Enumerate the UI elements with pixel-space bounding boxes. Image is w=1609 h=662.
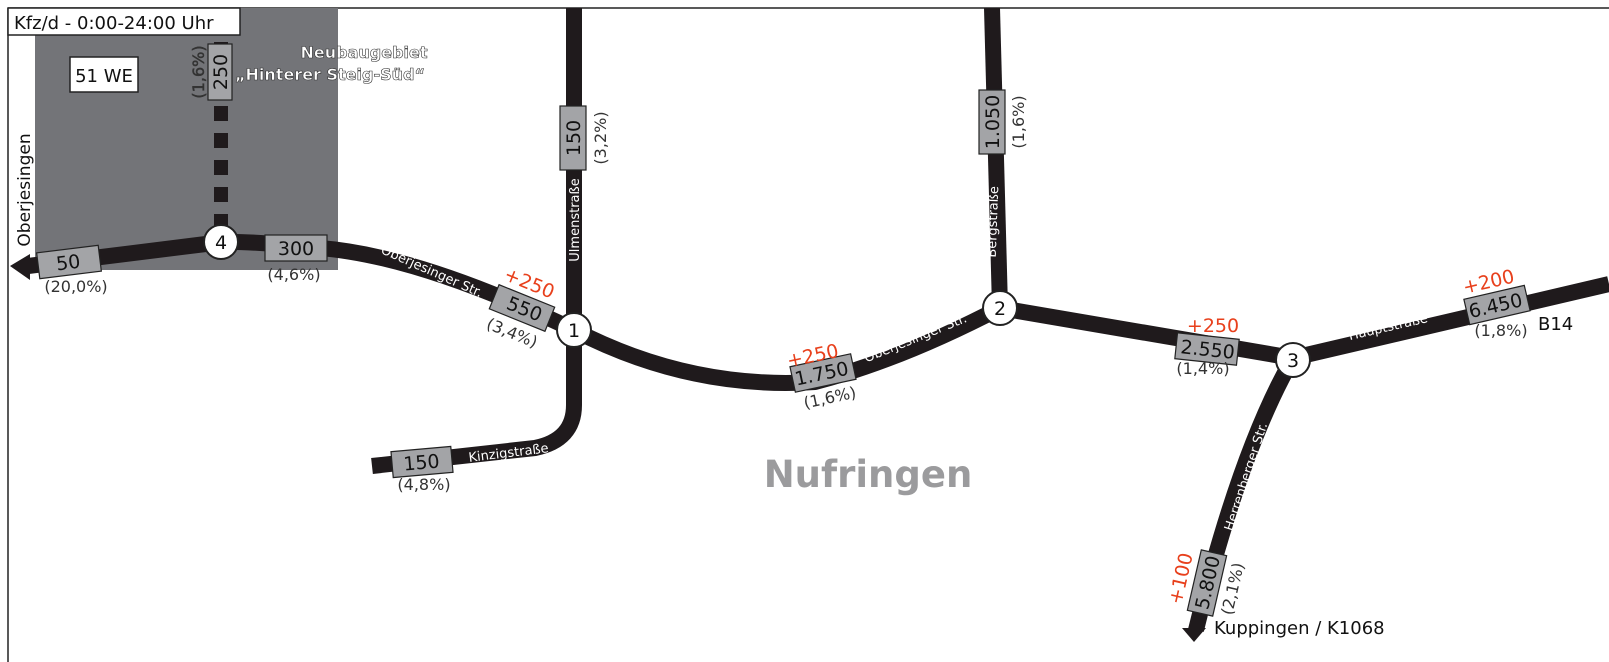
count-west-end-share: (20,0%) [44, 277, 107, 296]
count-herrenberger-box [1186, 549, 1228, 617]
node-4-label: 4 [215, 232, 227, 254]
dwelling-units-label: 51 WE [75, 66, 133, 87]
road-network [27, 7, 1609, 632]
access-volume: 250 [210, 54, 232, 90]
count-ulmen-box [559, 105, 587, 171]
street-oberjesinger-west: Oberjesinger Str. [378, 243, 484, 301]
town-name: Nufringen [764, 453, 973, 496]
count-haupt-share: (1,8%) [1474, 321, 1527, 340]
road-oberjesinger-east [998, 300, 1295, 366]
count-oberjesinger-2-3-box [1174, 332, 1240, 366]
count-haupt-box [1463, 284, 1531, 326]
dwelling-units-box [69, 56, 139, 93]
destination-west: Oberjesingen [15, 133, 35, 246]
access-volume-box [207, 43, 233, 101]
access-dash [214, 160, 228, 175]
node-2-label: 2 [994, 298, 1006, 320]
count-berg-box [978, 89, 1006, 155]
destination-south: Kuppingen / K1068 [1214, 618, 1385, 639]
count-oberjesinger-near-1-box [488, 283, 556, 333]
unit-label: Kfz/d - 0:00-24:00 Uhr [14, 13, 214, 34]
count-oberjesinger-1-2-box [789, 353, 857, 393]
access-dash [214, 106, 228, 121]
count-oberjesinger-2-3-increase: +250 [1187, 315, 1239, 337]
destination-east: B14 [1538, 314, 1573, 335]
count-ulmen-volume: 150 [563, 120, 585, 156]
count-oberjesinger-4-1-volume: 300 [278, 238, 314, 260]
street-berg: Bergstraße [985, 186, 1002, 258]
count-ulmen-share: (3,2%) [591, 111, 610, 164]
node-1: 1 [556, 312, 592, 348]
area-name-line2: „Hinterer Steig-Süd“ [235, 65, 425, 84]
count-kinzig-box [390, 445, 454, 479]
access-dash [214, 187, 228, 202]
access-dash [214, 133, 228, 148]
count-oberjesinger-4-1-share: (4,6%) [267, 265, 320, 284]
access-share: (1,6%) [189, 45, 208, 98]
road-oberjesinger-middle [570, 300, 1004, 391]
count-kinzig-volume: 150 [402, 450, 440, 475]
area-name-line1: Neubaugebiet [300, 43, 427, 62]
development-area [35, 8, 338, 270]
node-1-label: 1 [568, 320, 580, 342]
count-berg-volume: 1.050 [982, 95, 1004, 149]
count-oberjesinger-2-3-share: (1,4%) [1176, 359, 1229, 378]
count-kinzig-share: (4,8%) [397, 475, 450, 494]
count-west-end-box [35, 244, 103, 280]
street-ulmen: Ulmenstraße [568, 178, 583, 261]
road-ulmen-kinzig [371, 8, 582, 474]
arrow-south-icon [1182, 628, 1206, 642]
arrow-west-icon [10, 254, 30, 280]
count-oberjesinger-4-1-box [264, 234, 328, 262]
header-box [7, 7, 241, 36]
road-bergstrasse [984, 7, 1008, 309]
road-hauptstrasse [1291, 276, 1609, 366]
node-4: 4 [203, 224, 239, 260]
count-west-end-volume: 50 [55, 251, 82, 276]
count-berg-share: (1,6%) [1009, 95, 1028, 148]
node-3: 3 [1275, 342, 1311, 378]
node-3-label: 3 [1287, 350, 1299, 372]
node-2: 2 [982, 290, 1018, 326]
